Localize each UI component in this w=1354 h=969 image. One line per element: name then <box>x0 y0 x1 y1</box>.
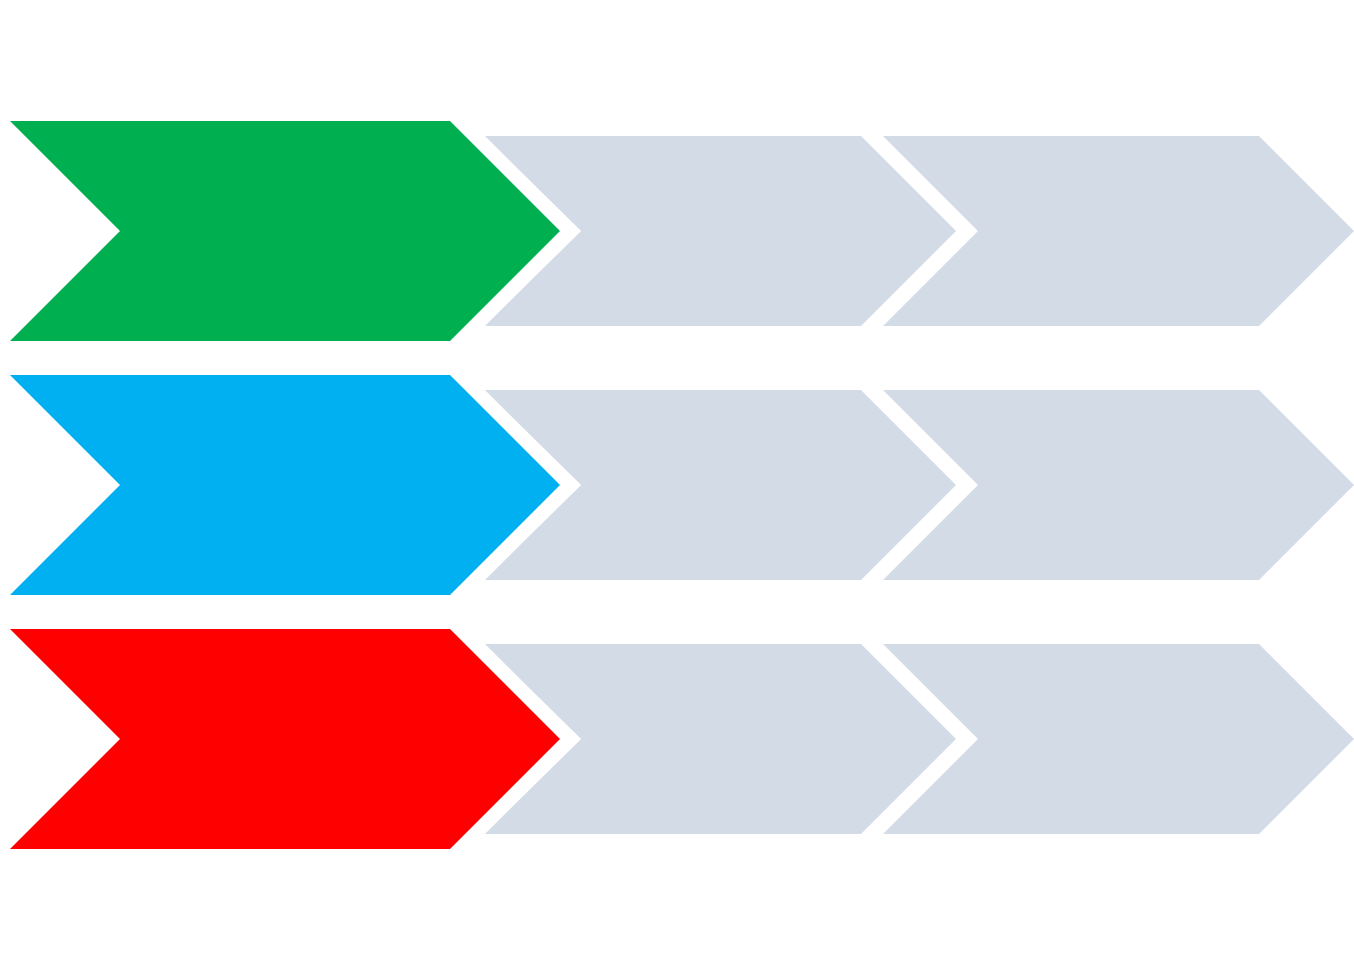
chevron-row-3 <box>10 621 1354 857</box>
lead-chevron-1 <box>10 121 560 341</box>
separator-line-3 <box>454 621 582 857</box>
step-chevron-3-2 <box>883 644 1354 834</box>
step-chevron-3-1 <box>485 644 956 834</box>
separator-line-1 <box>454 113 582 349</box>
lead-chevron-3 <box>10 629 560 849</box>
chevron-row-2 <box>10 367 1354 603</box>
chevron-row-1 <box>10 113 1354 349</box>
step-chevron-2-2 <box>883 390 1354 580</box>
separator-line-2 <box>454 367 582 603</box>
lead-chevron-2 <box>10 375 560 595</box>
step-chevron-1-2 <box>883 136 1354 326</box>
step-chevron-1-1 <box>485 136 956 326</box>
step-chevron-2-1 <box>485 390 956 580</box>
